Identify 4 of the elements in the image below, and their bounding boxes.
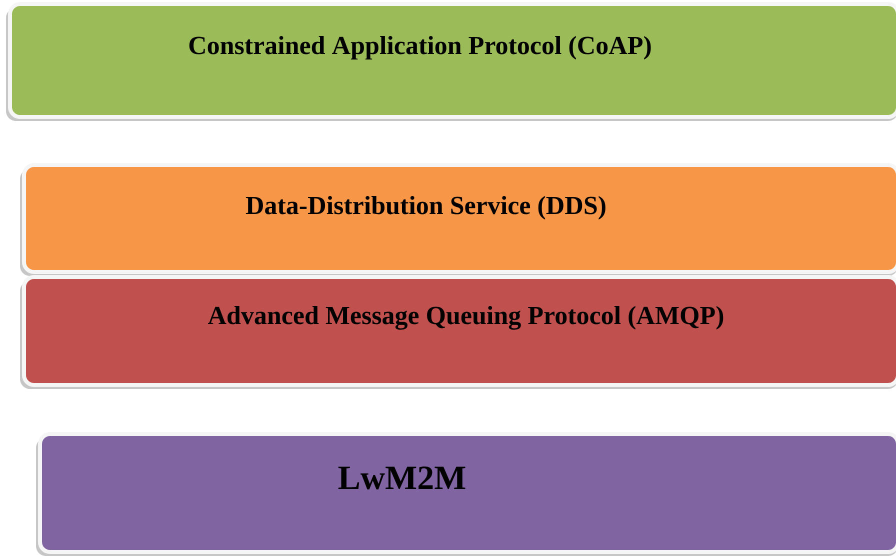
- layer-box: LwM2M: [36, 432, 896, 556]
- layer-box: Data-Distribution Service (DDS): [20, 163, 896, 276]
- layer-box: Constrained Application Protocol (CoAP): [6, 2, 896, 121]
- layer-box: Advanced Message Queuing Protocol (AMQP): [20, 275, 896, 389]
